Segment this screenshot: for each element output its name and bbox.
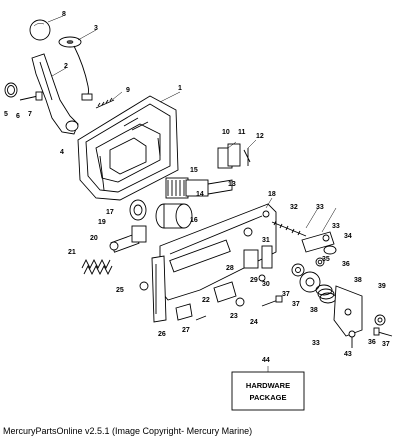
part-38-washer xyxy=(291,263,305,277)
part-34-lever xyxy=(301,231,335,253)
callout-44: 44 xyxy=(262,357,270,364)
image-copyright-caption: MercuryPartsOnline v2.5.1 (Image Copyrig… xyxy=(3,426,253,436)
hardware-package-line2: PACKAGE xyxy=(250,393,287,402)
callout-33-top: 33 xyxy=(316,204,324,211)
callout-3: 3 xyxy=(94,25,98,32)
part-24-bolt xyxy=(261,295,283,307)
hardware-package-box: HARDWARE PACKAGE xyxy=(231,366,305,411)
part-2-handle xyxy=(31,53,79,135)
callout-22: 22 xyxy=(202,297,210,304)
callout-15: 15 xyxy=(190,167,198,174)
callout-42: 39 xyxy=(378,283,386,290)
callout-40: 38 xyxy=(310,307,318,314)
callout-23: 23 xyxy=(230,313,238,320)
callout-11: 11 xyxy=(238,129,246,136)
part-1-housing xyxy=(77,95,179,201)
part-9-screw xyxy=(95,97,115,109)
callout-35: 34 xyxy=(344,233,352,240)
callout-16: 16 xyxy=(190,217,198,224)
part-39-disc xyxy=(299,271,321,293)
part-20-shaft xyxy=(109,225,147,253)
part-43-screw xyxy=(348,330,356,348)
part-16-cylinder xyxy=(155,203,193,229)
part-15-gear-shaft xyxy=(165,177,233,199)
hardware-package-line1: HARDWARE xyxy=(246,381,290,390)
callout-6: 6 xyxy=(16,113,20,120)
callout-34: 33 xyxy=(332,223,340,230)
callout-numbers: 8 3 2 5 6 7 9 1 4 10 11 12 15 13 14 18 1… xyxy=(4,11,390,364)
callout-36-bottom: 36 xyxy=(368,339,376,346)
callout-10: 10 xyxy=(222,129,230,136)
callout-37-top: 36 xyxy=(342,261,350,268)
callout-36-top: 35 xyxy=(322,256,330,263)
callout-7: 7 xyxy=(28,111,32,118)
exploded-parts-diagram: HARDWARE PACKAGE 8 3 2 5 6 7 9 1 4 10 11… xyxy=(4,11,393,411)
callout-18: 18 xyxy=(268,191,276,198)
callout-43: 43 xyxy=(344,351,352,358)
callout-38: 37 xyxy=(282,291,290,298)
callout-37-bottom: 37 xyxy=(382,341,390,348)
part-22-clip xyxy=(213,281,237,303)
callout-31: 31 xyxy=(262,237,270,244)
callout-21: 21 xyxy=(68,249,76,256)
callout-30: 30 xyxy=(262,281,270,288)
callout-20: 20 xyxy=(90,235,98,242)
callout-9: 9 xyxy=(126,87,130,94)
callout-26: 26 xyxy=(158,331,166,338)
part-23-washer xyxy=(235,297,245,307)
callout-29: 29 xyxy=(250,277,258,284)
part-6-pin xyxy=(19,91,43,101)
callout-14: 14 xyxy=(196,191,204,198)
callout-1: 1 xyxy=(178,85,182,92)
callout-13: 13 xyxy=(228,181,236,188)
callout-8: 8 xyxy=(62,11,66,18)
part-21-spring xyxy=(81,258,113,276)
part-5-ring xyxy=(4,82,18,98)
callout-4: 4 xyxy=(60,149,64,156)
part-36-nut xyxy=(315,257,325,267)
callout-19: 19 xyxy=(98,219,106,226)
callout-5: 5 xyxy=(4,111,8,118)
callout-24: 24 xyxy=(250,319,258,326)
part-35-knob xyxy=(323,245,337,255)
part-17-bushing xyxy=(129,199,147,221)
part-37-bolt xyxy=(373,327,393,337)
part-3-switch-wire xyxy=(58,36,93,101)
part-40-spring xyxy=(315,284,337,304)
leader-lines xyxy=(47,15,337,233)
part-32-threaded-rod xyxy=(271,220,307,237)
callout-17: 17 xyxy=(106,209,114,216)
callout-28: 28 xyxy=(226,265,234,272)
callout-12: 12 xyxy=(256,133,264,140)
callout-39: 37 xyxy=(292,301,300,308)
callout-27: 27 xyxy=(182,327,190,334)
callout-32: 32 xyxy=(290,204,298,211)
part-28-switch-block xyxy=(243,245,273,282)
part-10-11-12-brackets xyxy=(217,143,251,169)
callout-25: 25 xyxy=(116,287,124,294)
callout-33-bottom: 33 xyxy=(312,340,320,347)
part-26-bracket xyxy=(151,255,193,323)
callout-2: 2 xyxy=(64,63,68,70)
part-27-screw xyxy=(195,315,207,321)
part-42-bracket xyxy=(374,314,386,326)
part-8-knob xyxy=(29,19,51,41)
part-41-cam-plate xyxy=(333,285,363,337)
part-25-nut xyxy=(139,281,149,291)
callout-41: 38 xyxy=(354,277,362,284)
